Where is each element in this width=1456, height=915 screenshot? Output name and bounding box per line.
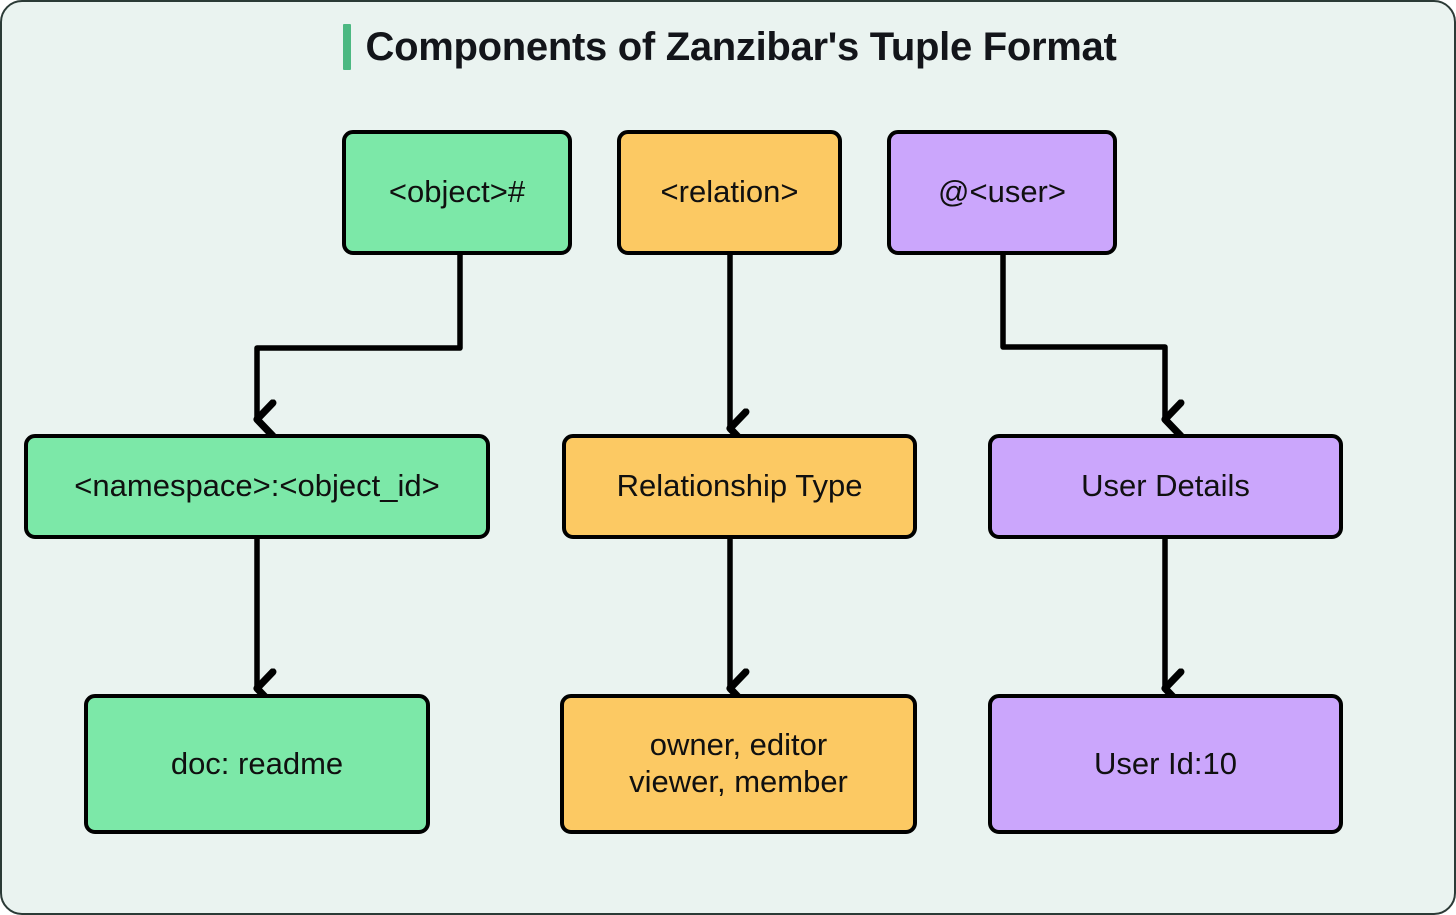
node-relation-type[interactable]: Relationship Type bbox=[562, 434, 917, 539]
node-object-namespace[interactable]: <namespace>:<object_id> bbox=[24, 434, 490, 539]
node-user-token[interactable]: @<user> bbox=[887, 130, 1117, 255]
node-relation-example[interactable]: owner, editor viewer, member bbox=[560, 694, 917, 834]
edge-user-token-to-details bbox=[1000, 255, 1165, 420]
edge-object-token-to-namespace bbox=[257, 255, 463, 420]
node-object-token[interactable]: <object># bbox=[342, 130, 572, 255]
node-user-details[interactable]: User Details bbox=[988, 434, 1343, 539]
title-text: Components of Zanzibar's Tuple Format bbox=[365, 25, 1117, 69]
node-object-example[interactable]: doc: readme bbox=[84, 694, 430, 834]
title-accent-bar bbox=[343, 24, 352, 70]
node-user-example[interactable]: User Id:10 bbox=[988, 694, 1343, 834]
node-relation-token[interactable]: <relation> bbox=[617, 130, 842, 255]
page-title: Components of Zanzibar's Tuple Format bbox=[2, 24, 1454, 70]
